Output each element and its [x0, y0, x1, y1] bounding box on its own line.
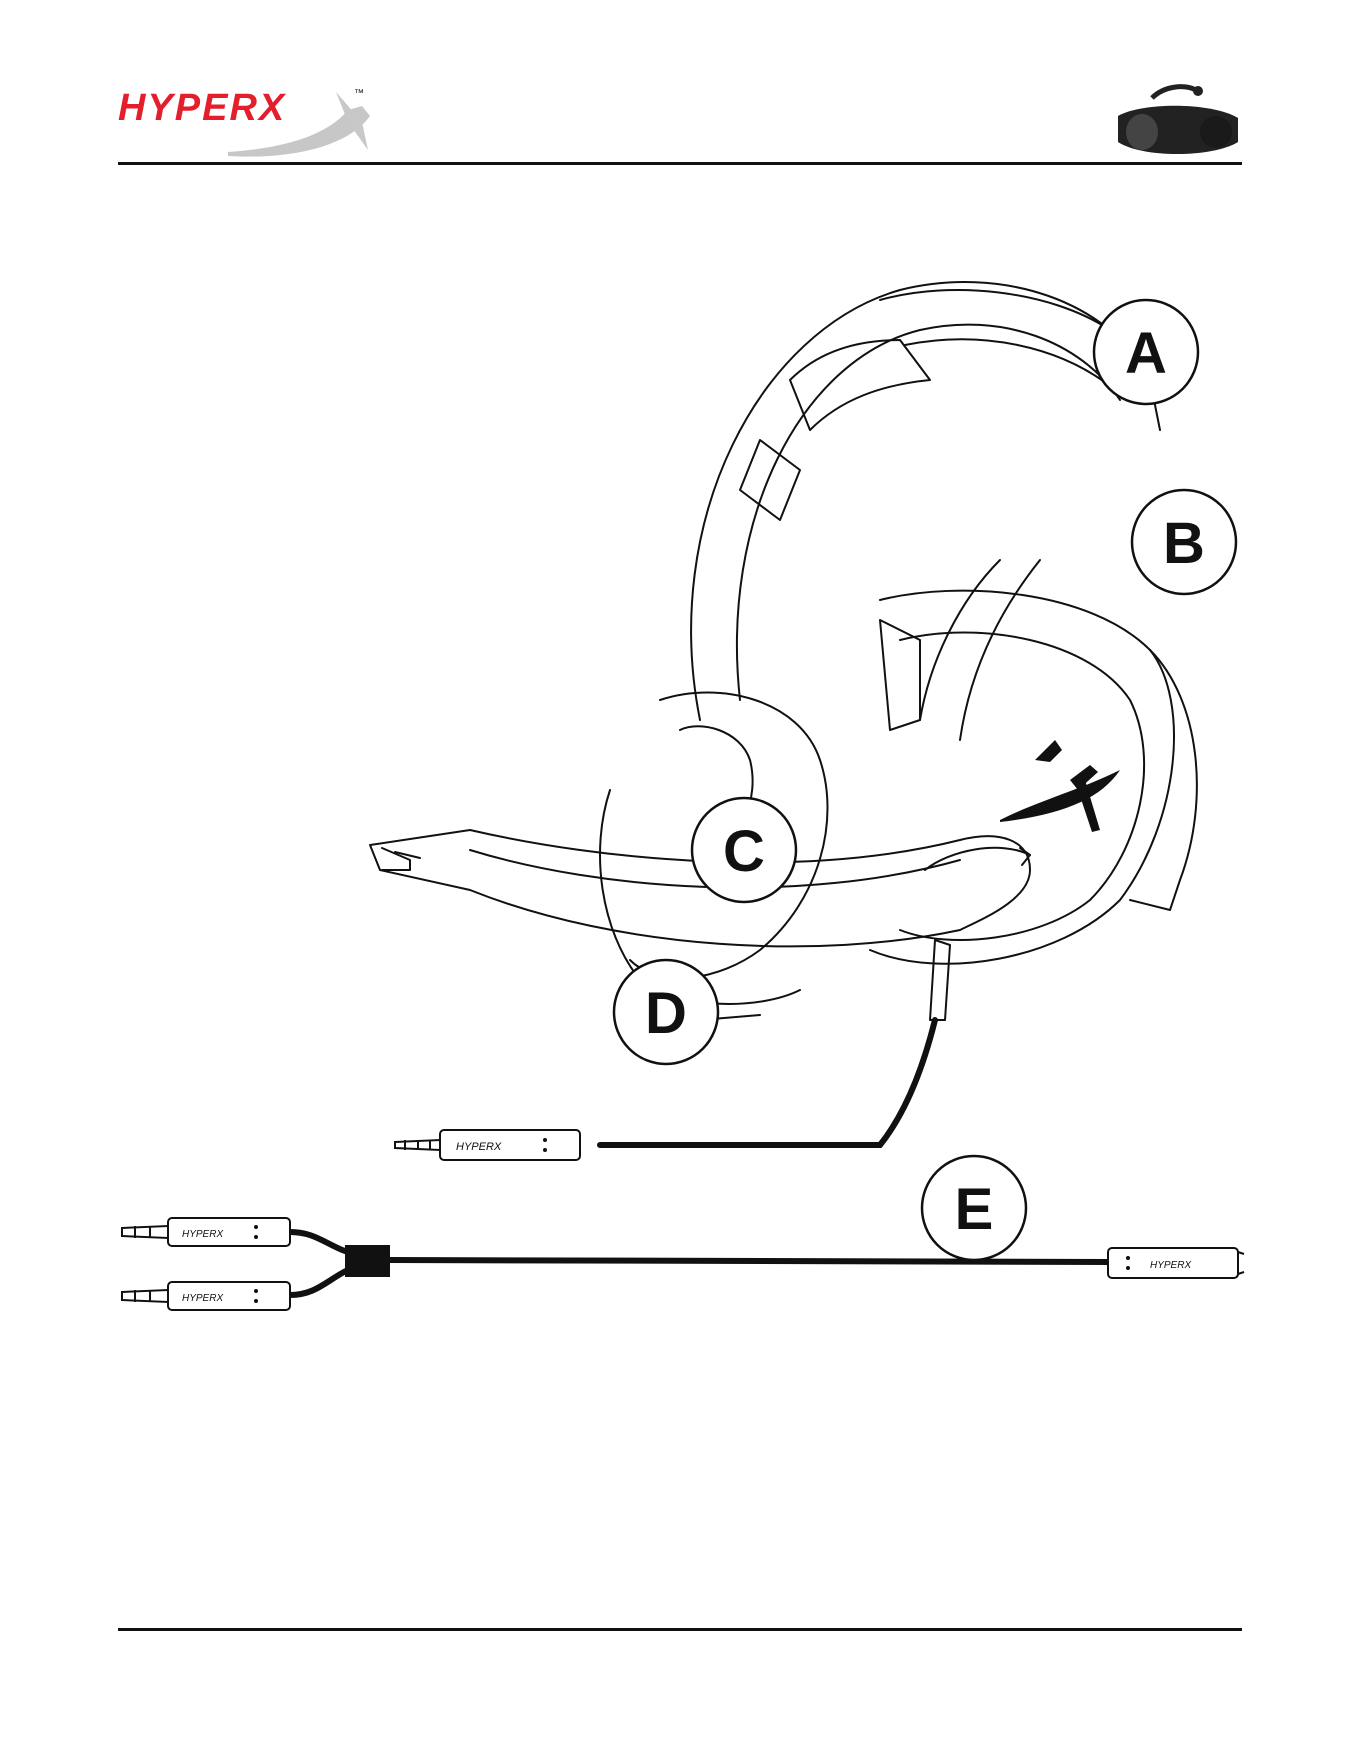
header-rule: [118, 162, 1242, 165]
logo-wordmark: HYPERX: [118, 87, 287, 129]
headset-parts-diagram: HYPERX HYPERX HYPERX HY: [0, 170, 1361, 1350]
hx-earcup-logo-icon: [1000, 740, 1120, 832]
plug-brand-label: HYPERX: [456, 1141, 502, 1153]
callout-b: B: [1132, 490, 1236, 594]
splitter-plug-bottom: HYPERX: [122, 1282, 290, 1310]
headset-plug: HYPERX: [395, 1130, 580, 1160]
callout-c-letter: C: [723, 819, 765, 884]
plug-brand-label: HYPERX: [182, 1293, 223, 1304]
callout-e: E: [922, 1156, 1026, 1260]
callout-e-letter: E: [955, 1177, 994, 1242]
hyperx-logo: HYPERX ™: [118, 82, 378, 162]
callout-c: C: [692, 798, 796, 902]
plug-brand-label: HYPERX: [182, 1229, 223, 1240]
splitter-junction: [345, 1245, 390, 1277]
callout-a-letter: A: [1125, 321, 1167, 386]
callout-d-letter: D: [645, 981, 687, 1046]
splitter-plug-top: HYPERX: [122, 1218, 290, 1246]
right-earcup-outline: [870, 591, 1174, 964]
trademark-symbol: ™: [354, 88, 364, 99]
callout-d: D: [614, 960, 718, 1064]
plug-brand-label: HYPERX: [1150, 1260, 1191, 1271]
callout-a: A: [1094, 300, 1198, 404]
callout-b-letter: B: [1163, 511, 1205, 576]
headband-outline: [691, 282, 1160, 720]
headset-thumbnail-icon: [1112, 76, 1242, 166]
footer-rule: [118, 1628, 1242, 1631]
splitter-female-jack: HYPERX: [1108, 1248, 1244, 1278]
